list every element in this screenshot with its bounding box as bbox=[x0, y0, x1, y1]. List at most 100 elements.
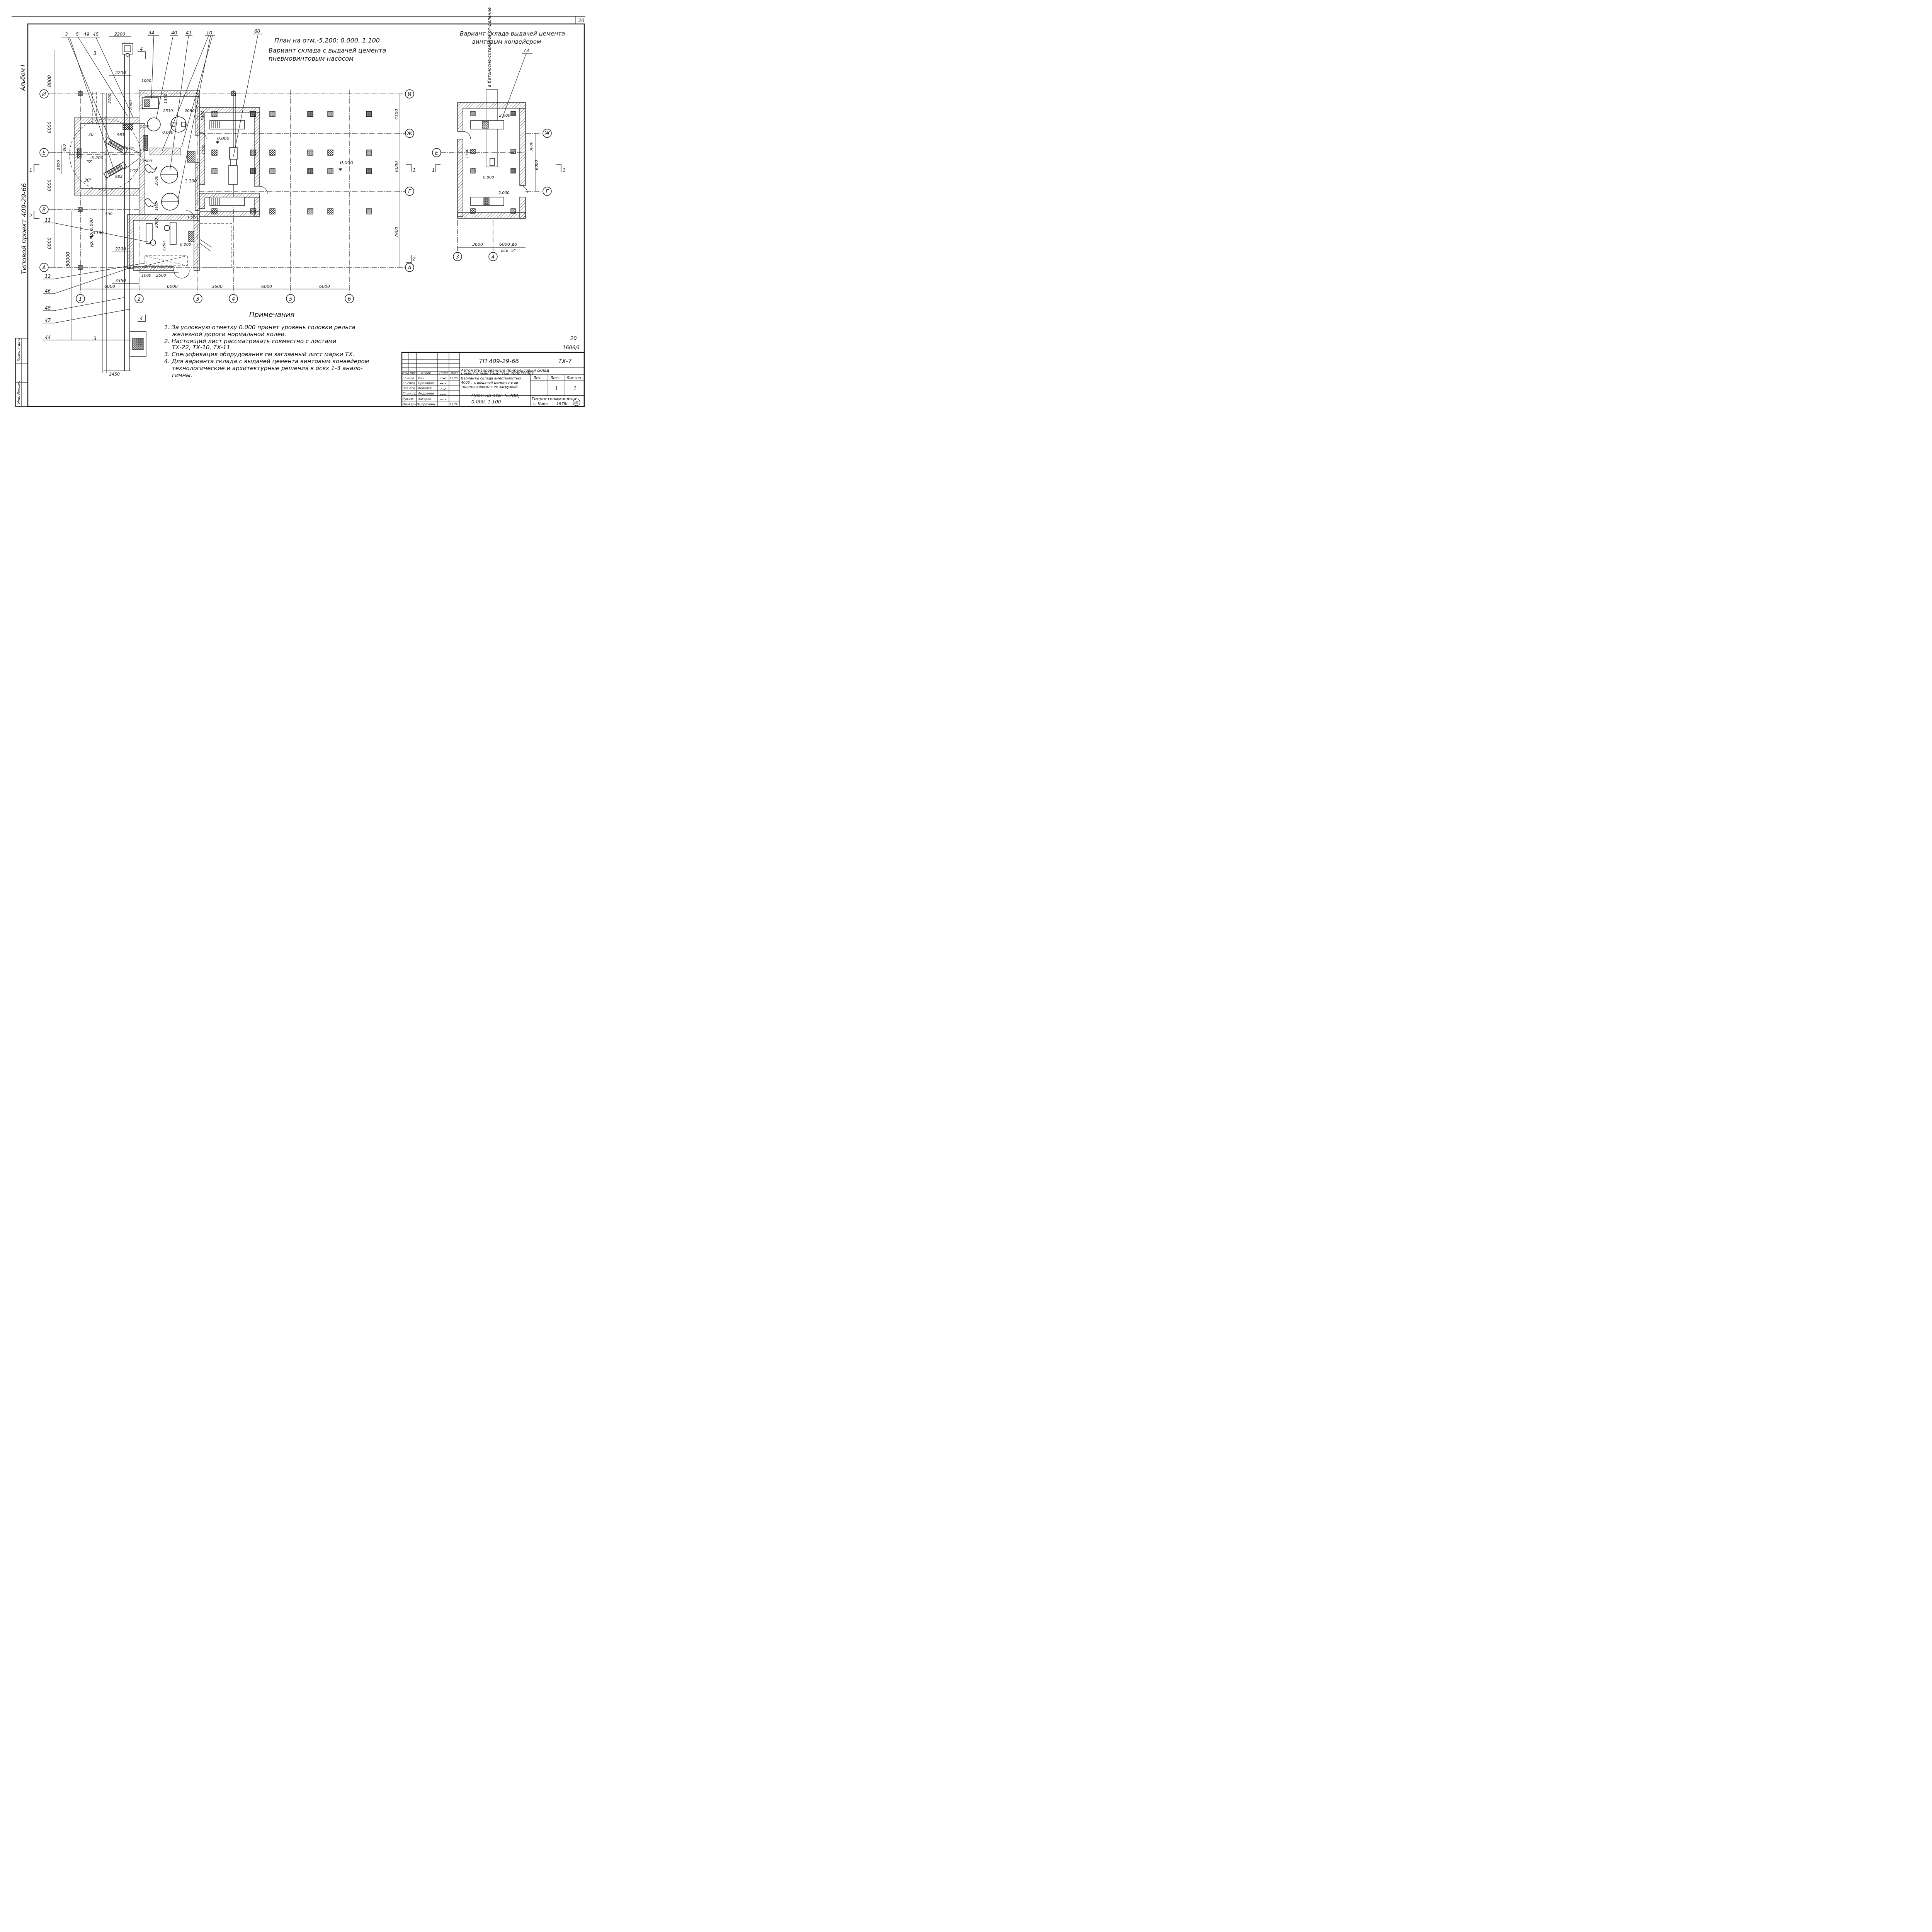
tb-name-1: Нич bbox=[418, 376, 424, 380]
tb-stamp-icon bbox=[573, 398, 580, 406]
dim-1000-top: 1000 bbox=[141, 79, 151, 83]
callout-5: 5 bbox=[76, 32, 79, 37]
axis-row-E-left: Е bbox=[43, 150, 46, 156]
alt-variant-plan: в бетоносме-сительное от-деление 73 3600… bbox=[432, 7, 566, 261]
level-0000-b: 0.000 bbox=[180, 243, 191, 247]
tb-role-5: Рук.гр. bbox=[403, 397, 414, 401]
dim-2200-low: 2200 bbox=[115, 247, 126, 252]
note-4-line-1: 4. Для варианта склада с выдачей цемента… bbox=[164, 358, 369, 365]
section-2-right: 2 bbox=[413, 256, 416, 262]
alt-axis-3: 3 bbox=[456, 254, 459, 260]
callout-41: 41 bbox=[186, 30, 192, 36]
axis-col-3: 3 bbox=[196, 296, 199, 302]
dim-1000-low: 1000 bbox=[141, 274, 151, 278]
callout-49: 49 bbox=[83, 32, 89, 37]
dim-3500: 3500 bbox=[142, 159, 152, 163]
callout-60: 60 bbox=[254, 29, 260, 34]
dim-1350: 1350 bbox=[164, 94, 168, 104]
tb-list-label: Лист bbox=[550, 376, 561, 380]
axis-row-I-left: И bbox=[42, 92, 46, 97]
tb-name-5: Загорко bbox=[418, 397, 431, 401]
screw-conveyor bbox=[150, 148, 181, 155]
tb-desc-1: Автоматизированный прирельсовый склад bbox=[461, 369, 549, 373]
dim-1485: 1485 bbox=[127, 146, 134, 150]
drawing-sheet: 20 Инв. №подл. Подп. и дата Альбом I Тип… bbox=[12, 7, 585, 407]
alt-dim-axis5: оси. 5" bbox=[501, 248, 516, 253]
alt-title-2: винтовым конвейером bbox=[472, 38, 541, 45]
row-axis-bubbles-left: И Е В А bbox=[39, 89, 49, 272]
loading-room-equipment: 0.000 1.100 bbox=[145, 216, 212, 266]
level-1100-b: 1.100 bbox=[187, 216, 198, 220]
callout-73: 73 bbox=[523, 48, 529, 53]
alt-axis-4: 4 bbox=[492, 254, 495, 260]
callout-3: 3 bbox=[65, 32, 68, 37]
callout-44: 44 bbox=[45, 335, 51, 340]
level-minus-0150: -0.150 bbox=[91, 231, 104, 235]
dim-2500: 2500 bbox=[156, 274, 166, 278]
section-1-right: 1 bbox=[413, 167, 416, 173]
angle-30-a: 30° bbox=[88, 132, 96, 137]
alt-dim-1100: 1100 bbox=[465, 149, 469, 158]
pneumatic-screw-pump bbox=[228, 165, 238, 185]
dim-6000-a: 6000 bbox=[47, 121, 52, 133]
pump-room-equipment: 0.000 1.100 2.100 bbox=[122, 97, 197, 211]
tb-role-2: Гл.спец. bbox=[403, 381, 416, 385]
dim-3350: 3350 bbox=[115, 278, 126, 283]
note-1-line-1: 1. За условную отметку 0.000 принят уров… bbox=[164, 324, 355, 331]
dim-bottom-6000-a: 6000 bbox=[104, 284, 115, 289]
dim-983-a: 983 bbox=[117, 133, 124, 137]
section-3-top: 3 bbox=[94, 51, 97, 56]
building-walls bbox=[127, 90, 268, 279]
notes-block: Примечания 1. За условную отметку 0.000 … bbox=[164, 311, 369, 379]
tb-h-date: Дата bbox=[450, 371, 459, 375]
alt-level-2000-a: 2.000 bbox=[499, 114, 510, 118]
dispenser-1 bbox=[146, 223, 153, 244]
tb-list-value: 1 bbox=[555, 386, 558, 392]
axis-row-I-right: И bbox=[408, 92, 412, 97]
dim-2100: 2100 bbox=[108, 94, 112, 104]
tb-role-3: Зав.отд. bbox=[403, 386, 416, 390]
callout-45: 45 bbox=[93, 32, 99, 37]
tb-h-list: Лист bbox=[409, 371, 418, 375]
alt-axis-E: Е bbox=[435, 150, 439, 156]
sheet-number: 20 bbox=[578, 18, 585, 23]
tb-listov-value: 1 bbox=[573, 386, 577, 392]
tb-date-1: 12.78 bbox=[450, 377, 458, 380]
alt-level-2000-b: 2.000 bbox=[498, 191, 510, 195]
alt-section-1-right: 1 bbox=[563, 167, 566, 173]
section-3-bottom: 3 bbox=[94, 336, 97, 341]
tb-name-4: Андреева bbox=[418, 392, 434, 395]
level-minus-5200: -5.200 bbox=[90, 155, 103, 160]
dim-bottom-6000-d: 6000 bbox=[319, 284, 330, 289]
note-2-line-1: 2. Настоящий лист рассматривать совместн… bbox=[164, 338, 337, 345]
tb-lit-label: Лит bbox=[533, 376, 541, 380]
order-number: 1606/1 bbox=[563, 345, 580, 351]
axis-col-1: 1 bbox=[79, 296, 82, 302]
tb-variant-2: 4000 т с выдачей цемента в ав- bbox=[461, 381, 519, 385]
dim-800: 800 bbox=[63, 144, 67, 151]
tb-listov-label: Листов bbox=[566, 376, 581, 380]
alt-note-1: в бетоносме-сительное от-деление bbox=[487, 7, 492, 87]
dim-2530: 2530 bbox=[163, 109, 173, 113]
fan-1 bbox=[144, 164, 157, 173]
axis-row-V-left: В bbox=[43, 207, 46, 213]
level-0000-a: 0.000 bbox=[162, 131, 173, 135]
fan-2 bbox=[144, 198, 157, 207]
dim-500: 500 bbox=[105, 212, 112, 216]
dim-2200-mid: 2200 bbox=[115, 70, 126, 75]
level-2100: 2.100 bbox=[140, 125, 149, 128]
axis-col-5: 5 bbox=[289, 296, 292, 302]
tb-year: 1978г bbox=[556, 402, 568, 406]
dim-2000: 2000 bbox=[155, 218, 159, 228]
project-label: Типовой проект 409-29-66 bbox=[20, 183, 28, 274]
tb-variant-1: Варианты склада вместимостью bbox=[461, 377, 521, 381]
row-axis-bubbles-right: И Ж Г А bbox=[405, 89, 414, 272]
axis-col-2: 2 bbox=[138, 296, 141, 302]
tb-date-6: 12.78 bbox=[450, 403, 458, 406]
axis-row-Zh-right: Ж bbox=[406, 131, 413, 137]
dim-1450: 1450 bbox=[130, 169, 138, 172]
tb-name-6: Шорохина bbox=[418, 403, 435, 406]
alt-dim-3000: 3000 bbox=[529, 142, 534, 151]
dim-50000: 50000 bbox=[65, 252, 71, 267]
alt-level-0000: 0.000 bbox=[483, 175, 494, 180]
